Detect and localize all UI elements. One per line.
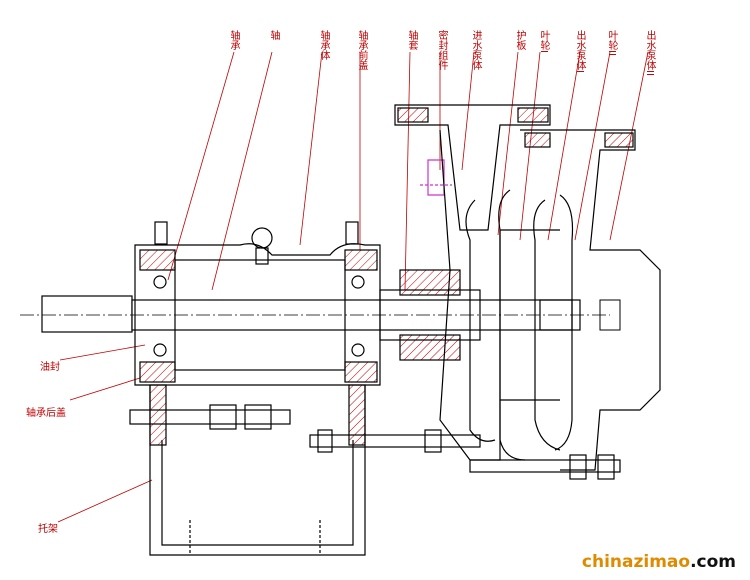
label-impeller-1: 叶轮I — [538, 30, 549, 53]
label-bracket: 托架 — [38, 524, 58, 535]
label-outlet-casing-1: 出水泵体I — [574, 30, 585, 73]
label-inlet-casing: 进水泵体 — [470, 30, 481, 70]
label-oil-seal: 油封 — [40, 362, 60, 373]
leader-lines — [57, 51, 649, 523]
shaft — [20, 295, 610, 333]
label-outlet-casing-2: 出水泵体II — [644, 30, 655, 76]
label-impeller-2: 叶轮II — [606, 30, 617, 56]
label-shaft: 轴 — [268, 30, 279, 40]
seal-assembly — [379, 159, 481, 361]
watermark-part2: .com — [690, 552, 736, 572]
label-guard-plate: 护板 — [514, 30, 525, 50]
label-bearing-housing: 轴承体 — [318, 30, 329, 60]
inlet-casing — [394, 104, 551, 461]
watermark-part1: chinazimao — [581, 552, 691, 572]
outlet-casing — [498, 129, 661, 471]
bracket — [129, 384, 366, 556]
label-bearing-rear-cover: 轴承后盖 — [26, 408, 66, 419]
label-bearing-front-cover: 轴承前盖 — [356, 30, 367, 70]
tie-bolts — [309, 429, 621, 480]
watermark: chinazimao.com — [582, 552, 736, 572]
label-shaft-sleeve: 轴套 — [406, 30, 417, 50]
label-seal-assembly: 密封组件 — [436, 30, 447, 70]
label-bearing: 轴承 — [228, 30, 239, 50]
bearing-housing — [134, 221, 381, 386]
